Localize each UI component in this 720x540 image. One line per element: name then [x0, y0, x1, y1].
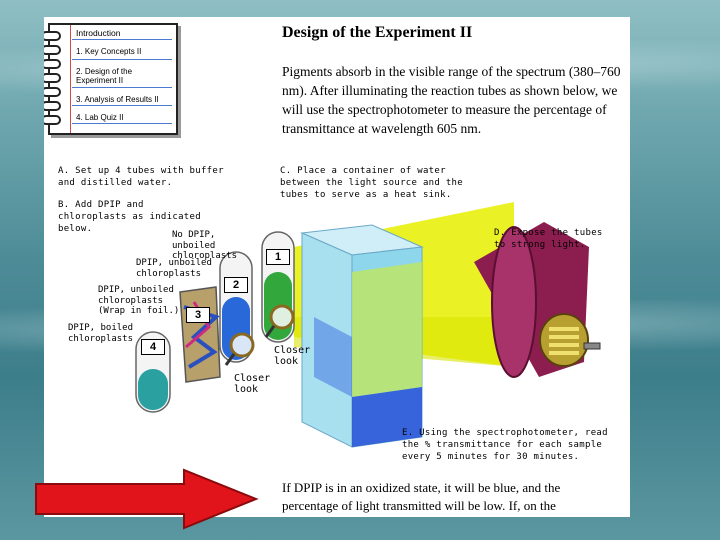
step-a-text: A. Set up 4 tubes with buffer and distil… [58, 165, 228, 189]
slide-content: Introduction 1. Key Concepts II 2. Desig… [44, 17, 630, 517]
lamp-filament [549, 327, 579, 331]
lamp-filament [549, 343, 579, 347]
lamp-bulb-socket [540, 314, 588, 366]
beam-through-water [352, 262, 422, 397]
closer-look-label-2: Closer look [234, 373, 284, 395]
tube-4-liquid [138, 369, 168, 410]
next-arrow-icon[interactable] [34, 468, 259, 530]
lamp-filament [549, 351, 579, 355]
step-e-text: E. Using the spectrophotometer, read the… [402, 427, 612, 463]
tube-2-label: DPIP, unboiled chloroplasts [136, 258, 216, 279]
tube-2-number: 2 [224, 277, 248, 293]
tube-1-number: 1 [266, 249, 290, 265]
tube-3-number: 3 [186, 307, 210, 323]
tube-1-label: No DPIP, unboiled chloroplasts [172, 230, 262, 262]
closer-look-label-1: Closer look [274, 345, 324, 367]
step-c-text: C. Place a container of water between th… [280, 165, 480, 201]
lamp-cord-plug [584, 343, 600, 349]
tube-4-label: DPIP, boiled chloroplasts [68, 323, 140, 344]
lamp-filament [549, 335, 579, 339]
explanation-text: If DPIP is in an oxidized state, it will… [282, 479, 602, 515]
step-d-text: D. Expose the tubes to strong light. [494, 227, 606, 251]
tube-3-label: DPIP, unboiled chloroplasts (Wrap in foi… [98, 285, 188, 317]
tube-4-number: 4 [141, 339, 165, 355]
